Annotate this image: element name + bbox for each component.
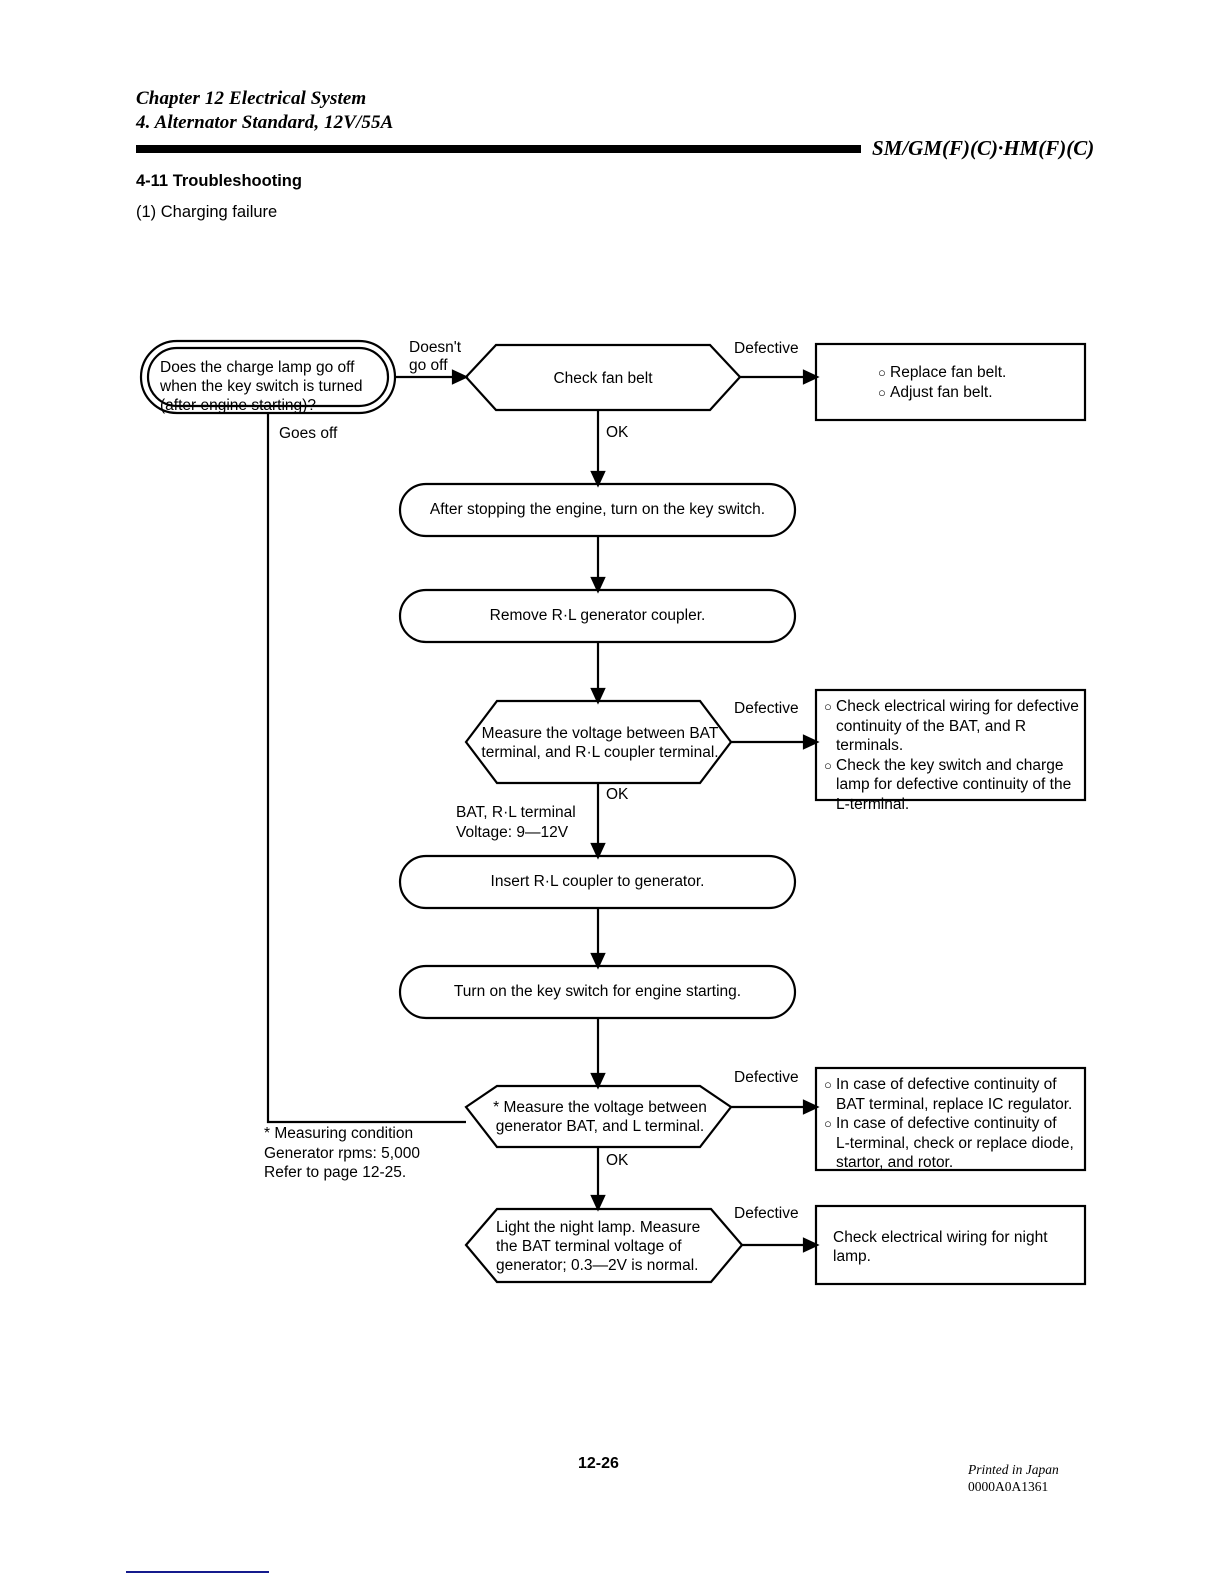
circle-bullet-icon: ○	[878, 365, 886, 380]
arrowhead-fanbelt-ok	[590, 470, 606, 488]
edge-label-doesnt-go-off: Doesn't go off	[409, 339, 462, 374]
sub-title: (1) Charging failure	[136, 203, 278, 221]
list-item: ○ Replace fan belt.	[878, 364, 1007, 381]
arrowhead-measurel-ok	[590, 1194, 606, 1212]
arrowhead-measure-ok	[590, 842, 606, 860]
printed-in-label: Printed in Japan	[968, 1462, 1059, 1477]
result-ic-regulator-box	[814, 1066, 1087, 1172]
result-fan-belt-box	[814, 342, 1087, 422]
result-bat-r-terminals-list: ○ Check electrical wiring for defective …	[824, 697, 1082, 814]
circle-bullet-icon: ○	[878, 384, 886, 400]
edge-label-defective-3: Defective	[734, 1069, 799, 1086]
list-item: ○ In case of defective continuity of L-t…	[824, 1115, 1074, 1171]
page-number: 12-26	[578, 1455, 619, 1472]
list-item: ○ In case of defective continuity of BAT…	[824, 1076, 1073, 1113]
edge-goes-off-branch	[266, 413, 466, 1124]
header-chapter: Chapter 12 Electrical System	[136, 88, 367, 109]
start-node-label: Does the charge lamp go off when the key…	[160, 359, 363, 414]
edge-label-ok-3: OK	[606, 1152, 629, 1169]
arrowhead-insert-to-start	[590, 952, 606, 970]
process-remove-coupler-label: Remove R·L generator coupler.	[489, 607, 706, 624]
edge-label-defective-4: Defective	[734, 1205, 799, 1222]
result-ic-regulator-list: ○ In case of defective continuity of BAT…	[824, 1075, 1082, 1173]
annotation-measuring-condition: * Measuring condition Generator rpms: 5,…	[264, 1125, 420, 1181]
decision-measure-bat-l-label: * Measure the voltage between generator …	[493, 1099, 707, 1135]
header-model-codes: SM/GM(F)(C)·HM(F)(C)	[872, 136, 1095, 160]
arrowhead-measurel-to-result3	[802, 1099, 820, 1115]
arrowhead-nightlamp-to-result4	[802, 1237, 820, 1253]
start-node-inner-shape	[146, 346, 390, 408]
process-stop-engine-label: After stopping the engine, turn on the k…	[429, 501, 766, 518]
edge-label-ok-1: OK	[606, 424, 629, 441]
result-fan-belt-list: ○ Replace fan belt. ○ Adjust fan belt.	[878, 363, 1078, 402]
arrowhead-removecoupler	[590, 687, 606, 705]
section-title: 4-11 Troubleshooting	[136, 172, 302, 190]
header-section: 4. Alternator Standard, 12V/55A	[136, 112, 394, 133]
process-start-engine-label: Turn on the key switch for engine starti…	[453, 983, 742, 1000]
decision-check-fan-belt-label: Check fan belt	[553, 370, 653, 387]
arrowhead-measure-to-result2	[802, 734, 820, 750]
result-night-lamp-wiring-label: Check electrical wiring for night lamp.	[833, 1229, 1048, 1265]
circle-bullet-icon: ○	[824, 1077, 832, 1092]
header-rule	[136, 145, 861, 153]
edge-label-defective-1: Defective	[734, 340, 799, 357]
edge-label-ok-2: OK	[606, 786, 629, 803]
decision-measure-bat-rl-label: Measure the voltage between BAT terminal…	[481, 725, 719, 761]
circle-bullet-icon: ○	[824, 1116, 832, 1131]
list-item: ○ Adjust fan belt.	[878, 383, 993, 401]
circle-bullet-icon: ○	[824, 757, 832, 773]
arrowhead-fanbelt-to-result	[802, 369, 820, 385]
document-code: 0000A0A1361	[968, 1479, 1049, 1494]
list-item: ○ Check the key switch and charge lamp f…	[824, 756, 1072, 813]
list-item: ○ Check electrical wiring for defective …	[824, 698, 1079, 754]
process-insert-coupler-label: Insert R·L coupler to generator.	[490, 873, 705, 890]
edge-label-defective-2: Defective	[734, 700, 799, 717]
edge-label-goes-off: Goes off	[279, 425, 338, 442]
bottom-rule	[126, 1571, 269, 1573]
circle-bullet-icon: ○	[824, 699, 832, 714]
decision-night-lamp-label: Light the night lamp. Measure the BAT te…	[496, 1219, 701, 1274]
arrowhead-start-to-fanbelt	[451, 369, 469, 385]
arrowhead-stopengine	[590, 576, 606, 594]
result-bat-r-terminals-box	[814, 688, 1087, 802]
arrowhead-start-to-measurel	[590, 1072, 606, 1090]
annotation-bat-rl-voltage: BAT, R·L terminal Voltage: 9—12V	[456, 804, 576, 841]
